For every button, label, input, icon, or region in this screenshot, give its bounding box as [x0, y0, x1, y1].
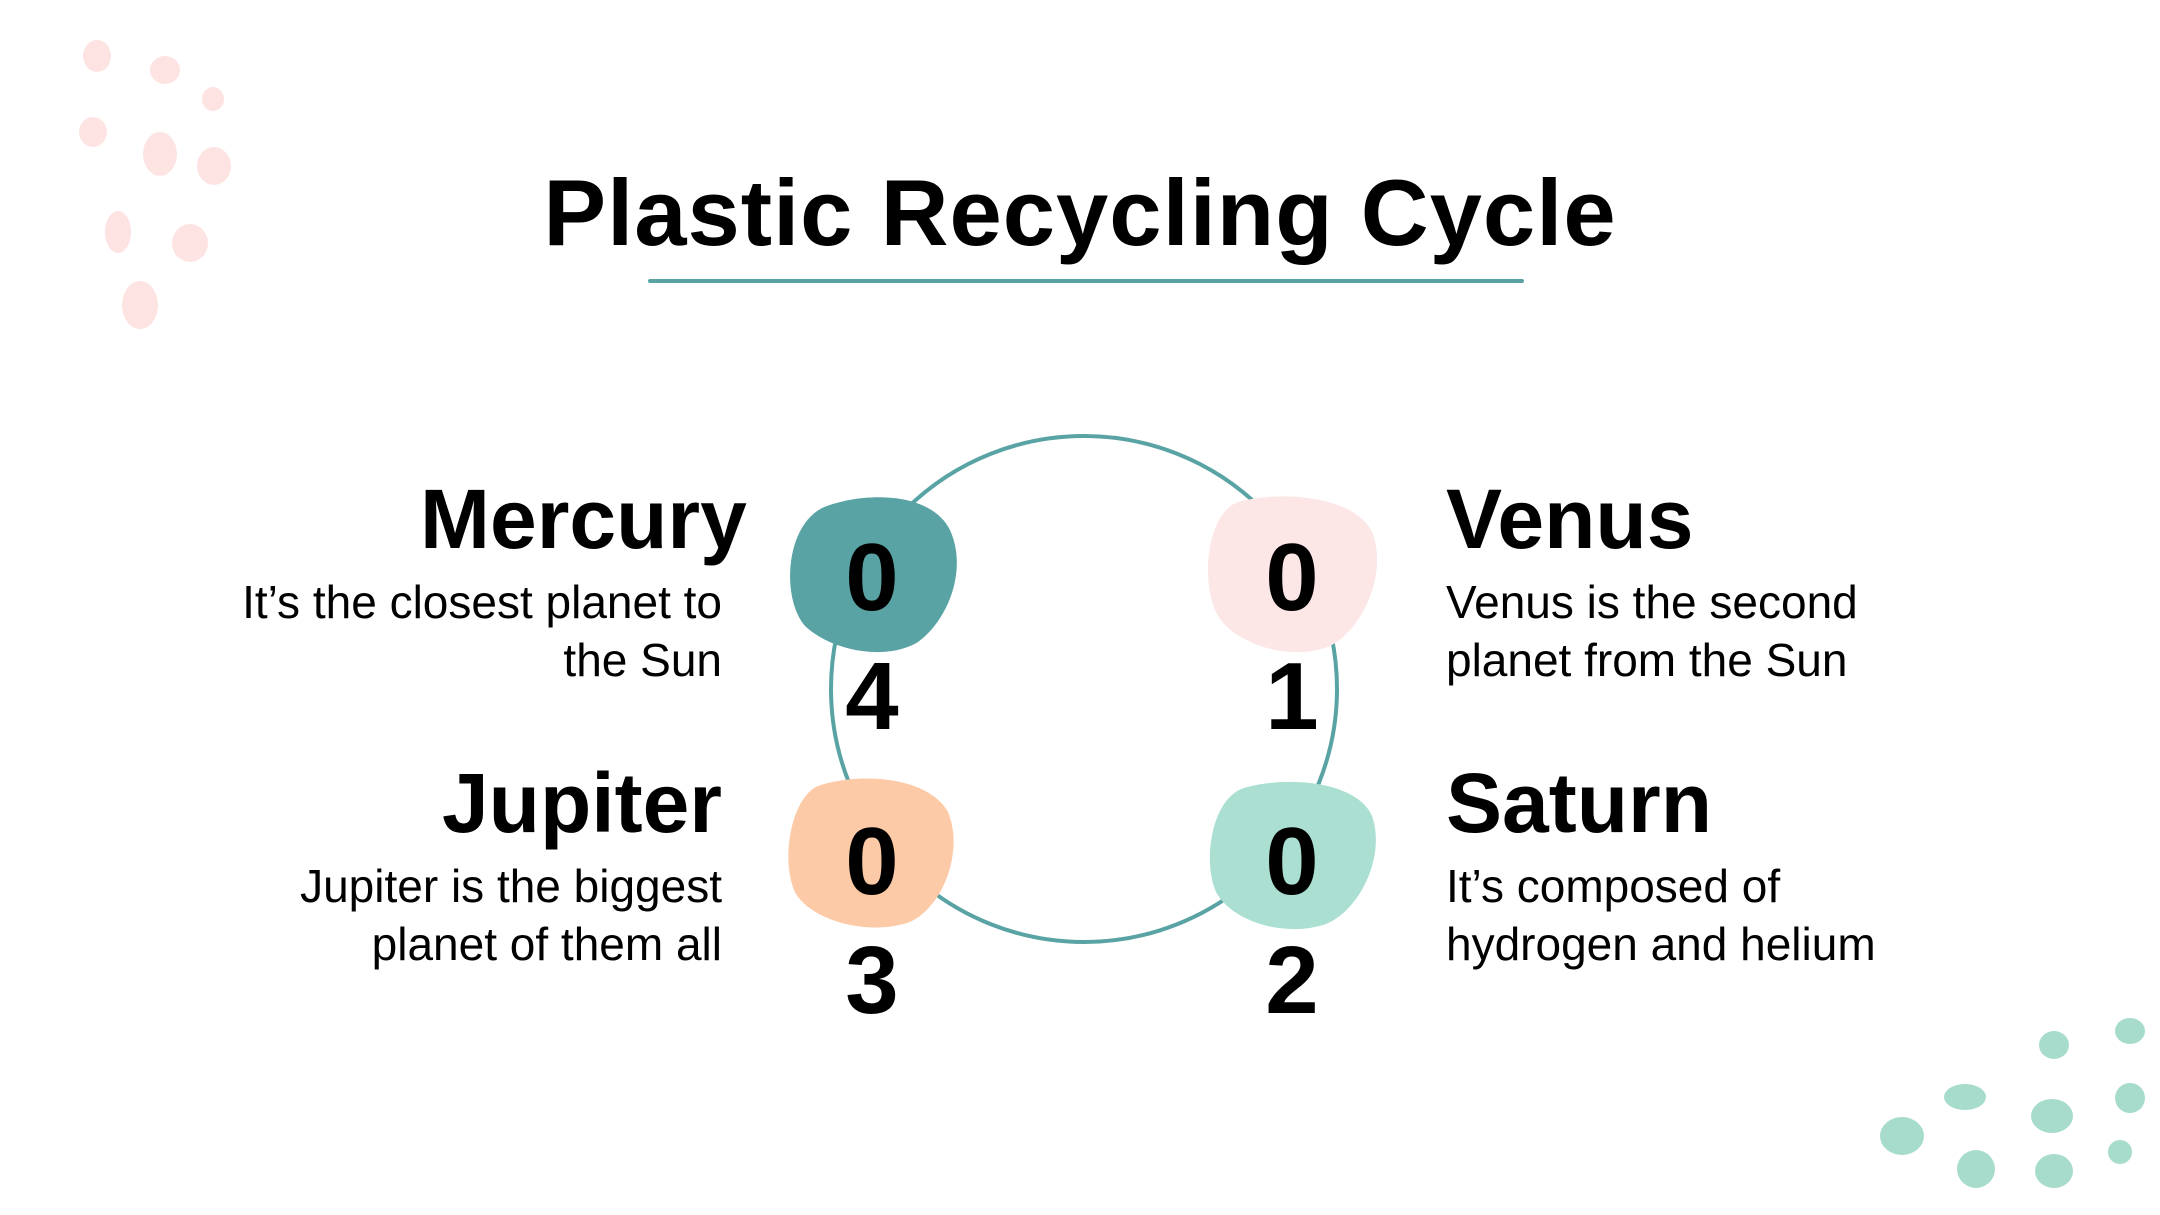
step-04-number-digit-2: 4: [845, 643, 899, 750]
step-03-heading: Jupiter: [441, 756, 722, 850]
step-02-number-digit-1: 0: [1265, 808, 1319, 915]
step-01-number: 0 1: [1232, 518, 1352, 756]
step-02-description-line-2: hydrogen and helium: [1446, 918, 1876, 970]
step-04-description: It’s the closest planet to the Sun: [160, 573, 722, 689]
step-04-number: 0 4: [812, 518, 932, 756]
decorative-dots-mint: [1880, 1018, 2145, 1188]
step-03-number: 0 3: [812, 802, 932, 1040]
cycle-circle: [829, 434, 1339, 944]
step-04-description-line-2: the Sun: [563, 634, 722, 686]
step-03-description-line-1: Jupiter is the biggest: [300, 860, 722, 912]
step-02-description: It’s composed of hydrogen and helium: [1446, 857, 2046, 973]
page-title: Plastic Recycling Cycle: [543, 160, 1617, 265]
step-02-number-digit-2: 2: [1265, 927, 1319, 1034]
decorative-dots-pink: [79, 40, 231, 329]
step-03-description-line-2: planet of them all: [371, 918, 722, 970]
step-01-heading: Venus: [1446, 472, 1694, 566]
title-underline: [648, 279, 1524, 283]
step-01-number-digit-2: 1: [1265, 643, 1319, 750]
step-02-number: 0 2: [1232, 802, 1352, 1040]
step-02-description-line-1: It’s composed of: [1446, 860, 1781, 912]
step-03-number-digit-2: 3: [845, 927, 899, 1034]
blob-step-04: [790, 497, 957, 653]
step-01-description-line-1: Venus is the second: [1446, 576, 1858, 628]
step-04-number-digit-1: 0: [845, 524, 899, 631]
step-01-description: Venus is the second planet from the Sun: [1446, 573, 2046, 689]
step-03-number-digit-1: 0: [845, 808, 899, 915]
step-02-heading: Saturn: [1446, 756, 1713, 850]
step-04-description-line-1: It’s the closest planet to: [242, 576, 722, 628]
step-01-description-line-2: planet from the Sun: [1446, 634, 1848, 686]
blob-step-03: [788, 778, 954, 928]
blob-step-02: [1209, 781, 1376, 930]
step-04-heading: Mercury: [420, 472, 747, 566]
step-03-description: Jupiter is the biggest planet of them al…: [160, 857, 722, 973]
blob-step-01: [1207, 496, 1378, 653]
step-01-number-digit-1: 0: [1265, 524, 1319, 631]
